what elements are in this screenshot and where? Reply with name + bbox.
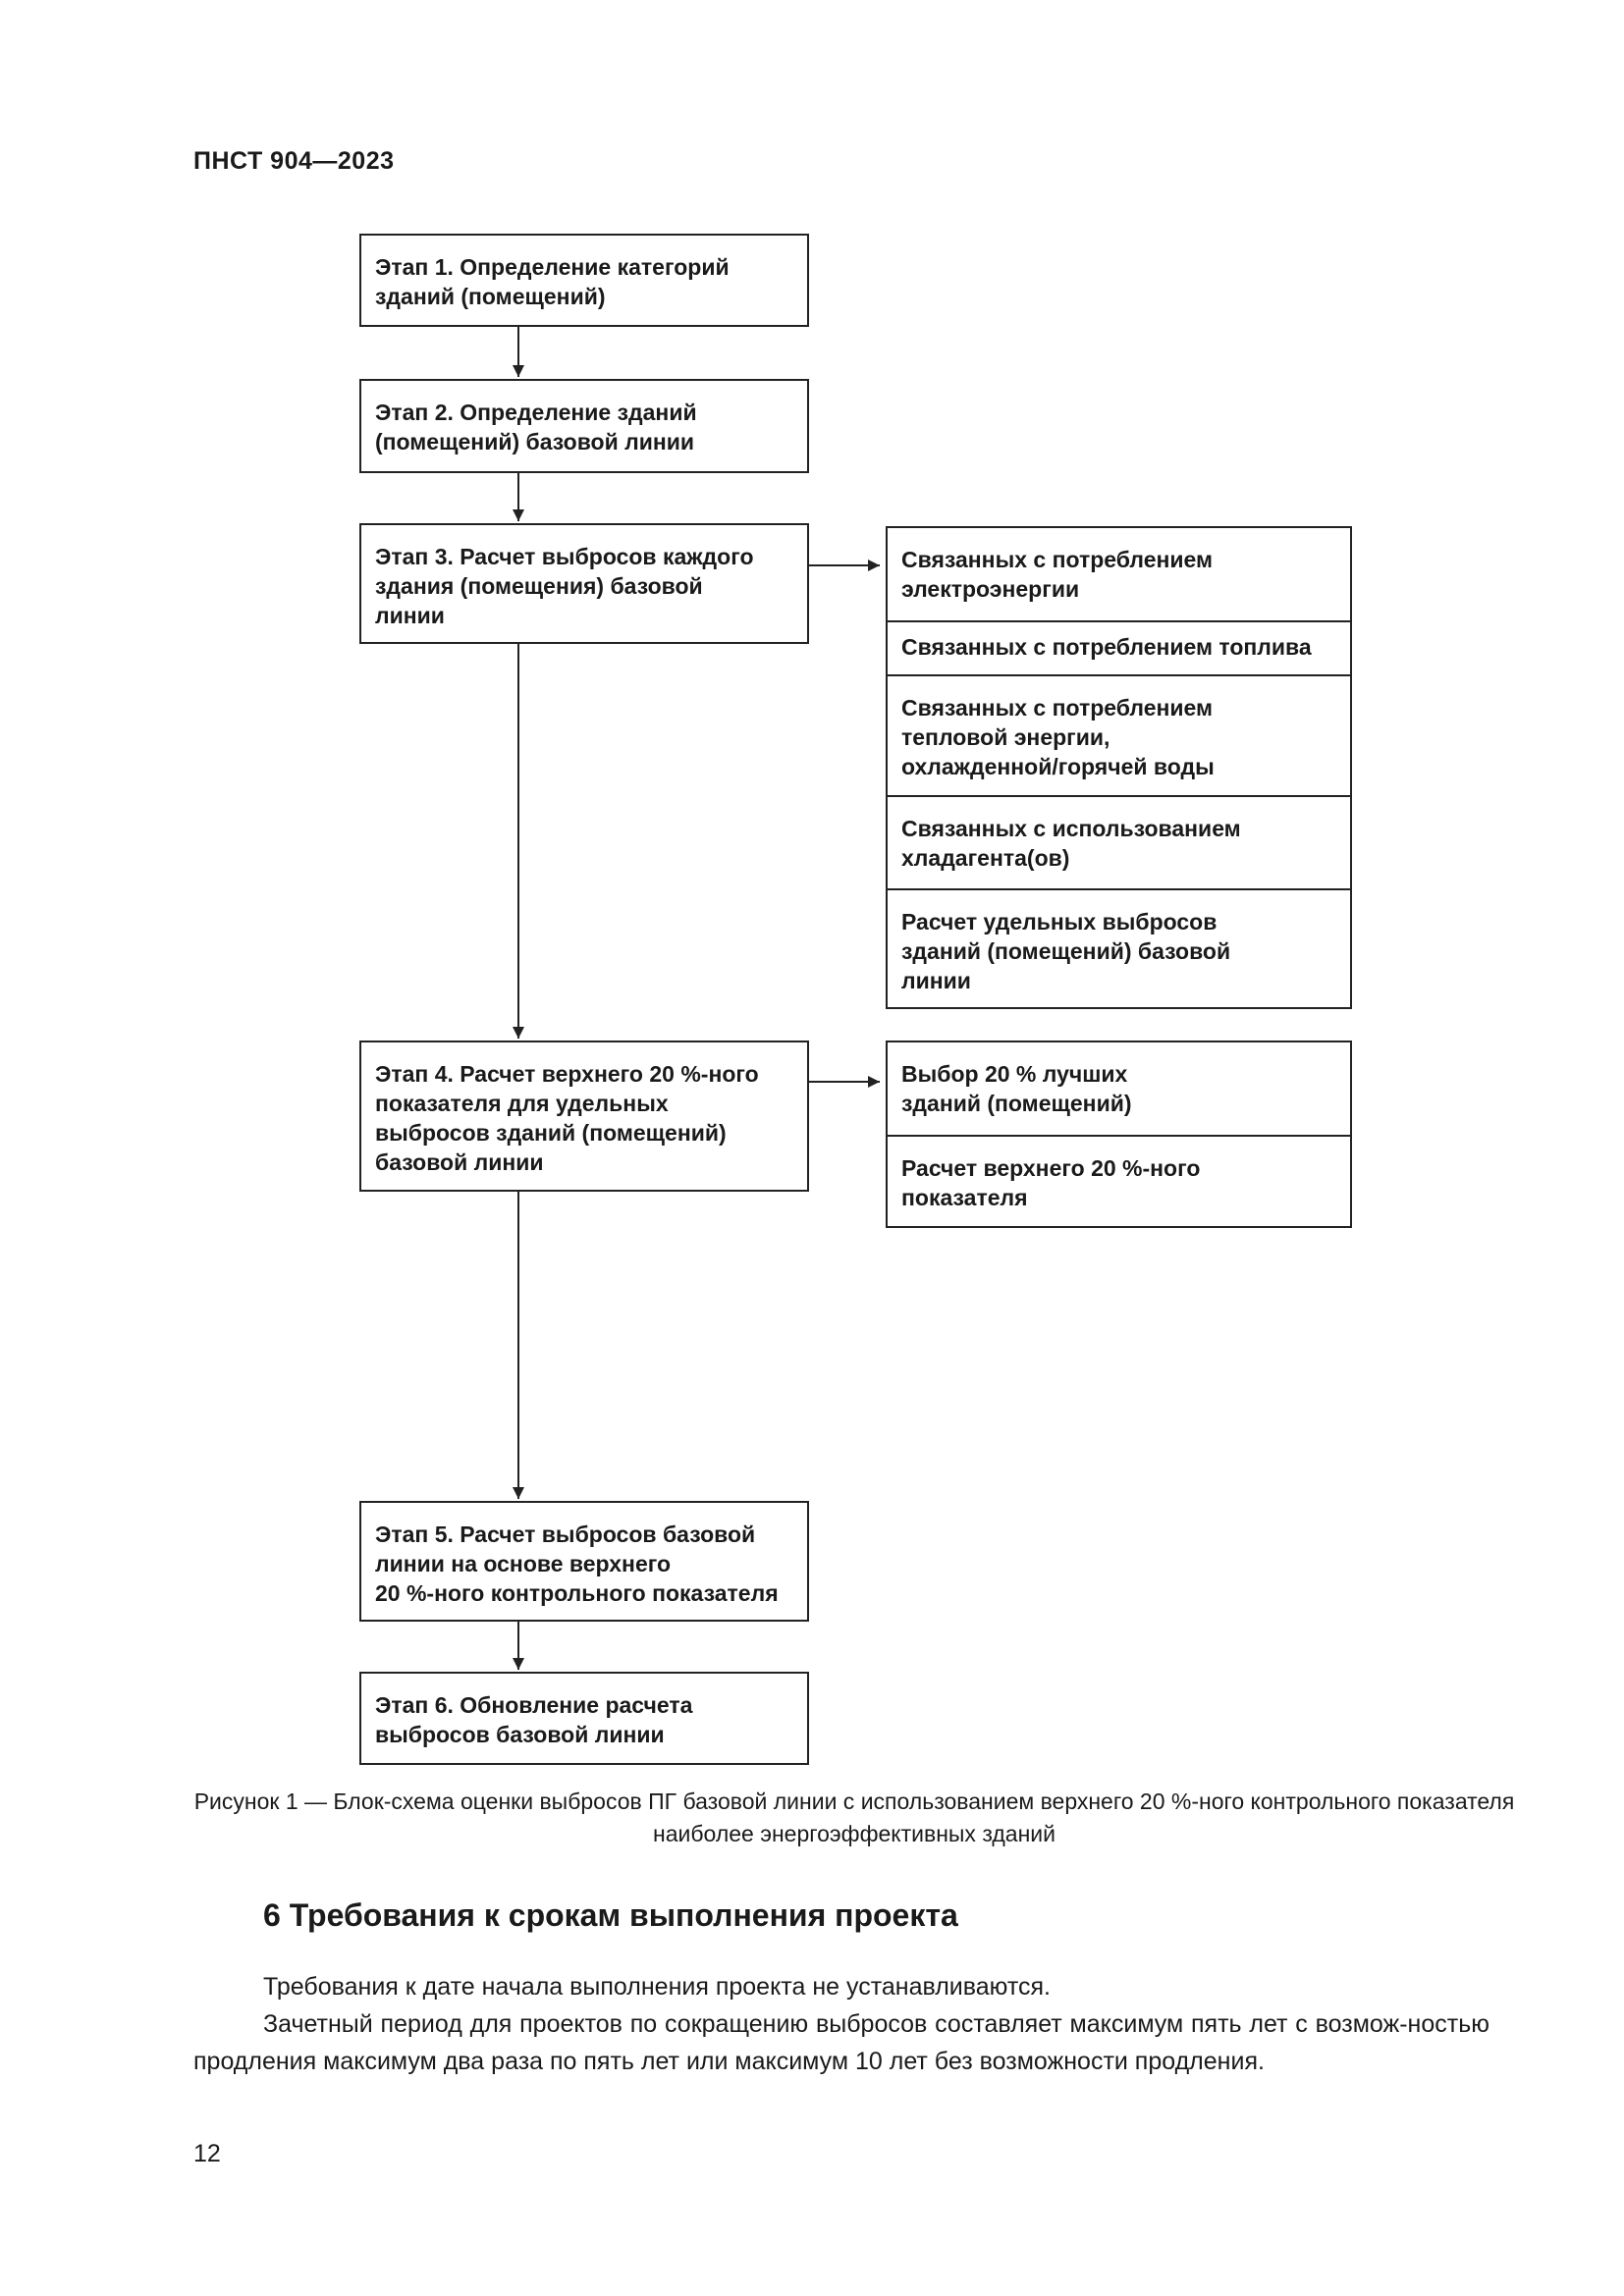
detail-top-20-indicator: Расчет верхнего 20 %-ного показателя xyxy=(901,1155,1201,1210)
stage-4-details-group: Выбор 20 % лучших зданий (помещений) Рас… xyxy=(886,1041,1352,1228)
detail-heat-water: Связанных с потреблением тепловой энерги… xyxy=(888,676,1350,797)
document-code: ПНСТ 904—2023 xyxy=(193,147,395,175)
stage-3-box: Этап 3. Расчет выбросов каждого здания (… xyxy=(359,523,809,644)
stage-5-box: Этап 5. Расчет выбросов базовой линии на… xyxy=(359,1501,809,1622)
page-number: 12 xyxy=(193,2140,221,2167)
detail-fuel: Связанных с потреблением топлива xyxy=(888,622,1350,676)
paragraph-start-date: Требования к дате начала выполнения прое… xyxy=(263,1973,1052,2001)
stage-3-details-group: Связанных с потреблением электроэнергии … xyxy=(886,526,1352,1009)
detail-select-top-20: Выбор 20 % лучших зданий (помещений) xyxy=(888,1042,1350,1137)
stage-6-box: Этап 6. Обновление расчета выбросов базо… xyxy=(359,1672,809,1765)
detail-specific-emissions: Расчет удельных выбросов зданий (помещен… xyxy=(901,909,1231,993)
section-heading: 6 Требования к срокам выполнения проекта xyxy=(263,1897,958,1933)
paragraph-crediting-period: Зачетный период для проектов по сокращен… xyxy=(193,2010,1489,2075)
figure-caption: Рисунок 1 — Блок-схема оценки выбросов П… xyxy=(193,1789,1515,1846)
stage-4-box: Этап 4. Расчет верхнего 20 %-ного показа… xyxy=(359,1041,809,1192)
stage-2-box: Этап 2. Определение зданий (помещений) б… xyxy=(359,379,809,473)
stage-1-box: Этап 1. Определение категорий зданий (по… xyxy=(359,234,809,327)
detail-electricity: Связанных с потреблением электроэнергии xyxy=(888,528,1350,622)
detail-refrigerant: Связанных с использованием хладагента(ов… xyxy=(888,797,1350,890)
